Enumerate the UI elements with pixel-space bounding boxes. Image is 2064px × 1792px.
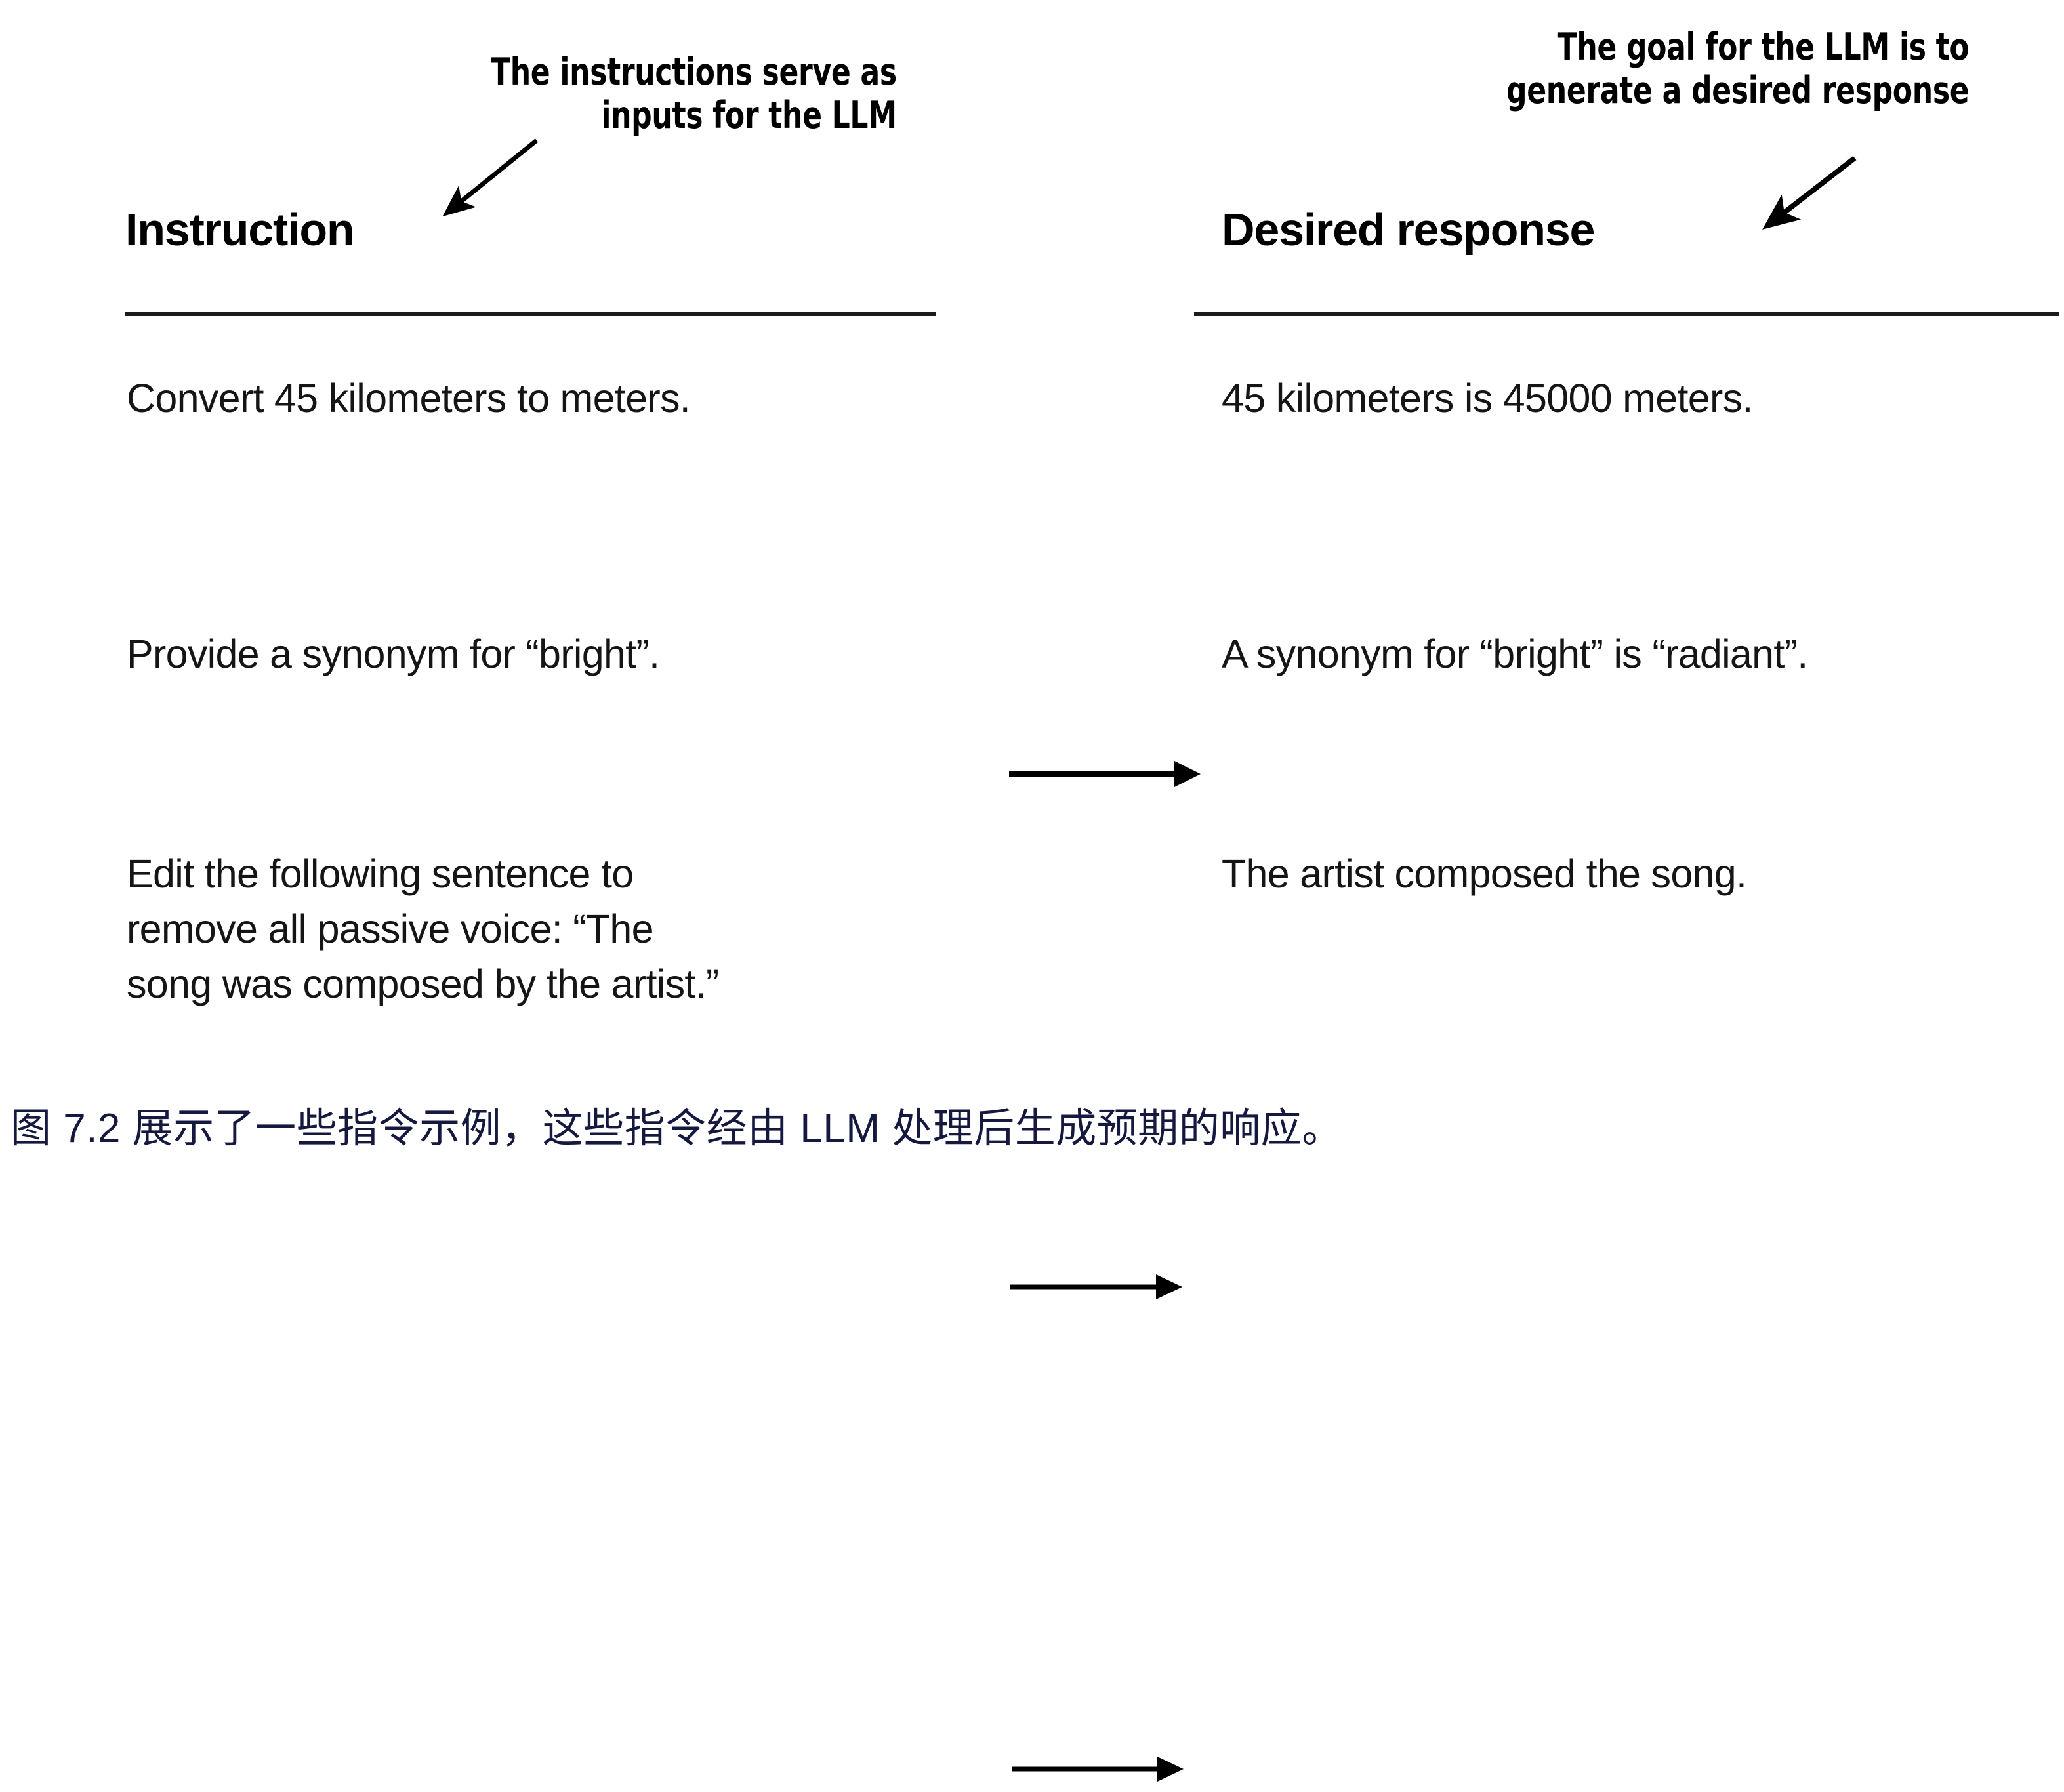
callout-instruction-note: The instructions serve as inputs for the… bbox=[491, 51, 897, 137]
column-divider-instruction bbox=[125, 312, 936, 316]
arrow-right-icon bbox=[1009, 761, 1201, 787]
callout-instruction-line-2: inputs for the LLM bbox=[601, 93, 897, 137]
arrow-right-icon bbox=[1012, 1757, 1184, 1782]
row-instruction-text: Convert 45 kilometers to meters. bbox=[127, 376, 691, 420]
row-instruction-text: Edit the following sentence to remove al… bbox=[127, 851, 719, 1006]
row-response-text: 45 kilometers is 45000 meters. bbox=[1222, 376, 1753, 420]
callout-response-line-2: generate a desired response bbox=[1506, 68, 1970, 112]
column-divider-response bbox=[1194, 312, 2059, 316]
arrow-right-icon bbox=[1010, 1274, 1182, 1299]
row-instruction-text: Provide a synonym for “bright”. bbox=[127, 632, 660, 676]
figure-caption: 图 7.2 展示了一些指令示例，这些指令经由 LLM 处理后生成预期的响应。 bbox=[10, 1106, 1343, 1151]
callout-instruction-line-1: The instructions serve as bbox=[491, 51, 897, 94]
row-response-text: A synonym for “bright” is “radiant”. bbox=[1222, 632, 1808, 676]
arrow-diagonal-down-left-icon bbox=[1762, 155, 1857, 230]
callout-response-note: The goal for the LLM is to generate a de… bbox=[1506, 26, 1970, 112]
row-response-text: The artist composed the song. bbox=[1222, 851, 1747, 896]
column-header-desired-response: Desired response bbox=[1222, 204, 1595, 255]
arrow-diagonal-down-left-icon bbox=[442, 138, 539, 217]
figure-canvas: The instructions serve as inputs for the… bbox=[10, 26, 2059, 1782]
callout-response-line-1: The goal for the LLM is to bbox=[1557, 26, 1970, 69]
column-header-instruction: Instruction bbox=[125, 204, 355, 255]
